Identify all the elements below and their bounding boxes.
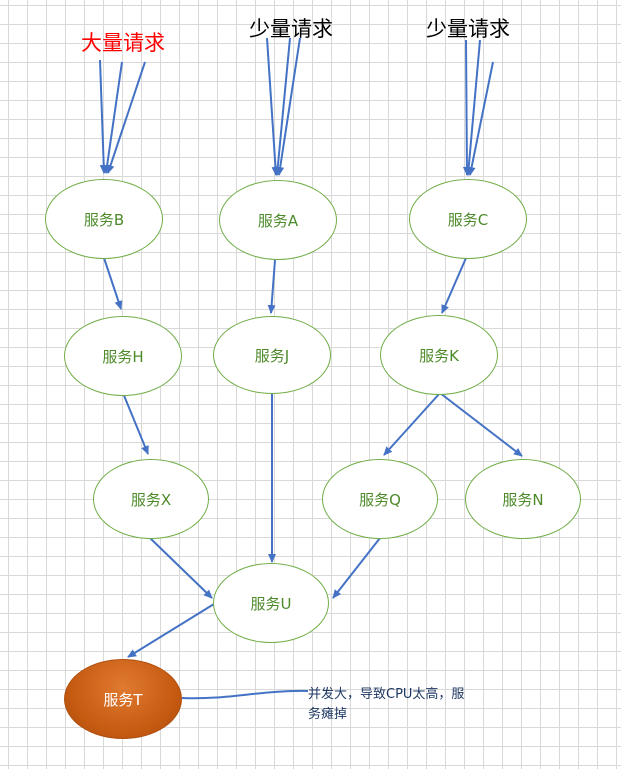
- edge-k-q: [383, 392, 441, 456]
- request-label-light-c: 少量请求: [426, 17, 510, 41]
- service-node-h: 服务H: [64, 316, 182, 396]
- service-node-t: 服务T: [64, 659, 182, 739]
- service-node-k: 服务K: [380, 315, 498, 395]
- service-node-a: 服务A: [219, 180, 337, 260]
- edge-c-k: [441, 257, 467, 314]
- service-node-j: 服务J: [213, 316, 331, 394]
- request-arrows-a: [266, 37, 301, 176]
- service-node-b: 服务B: [45, 179, 163, 259]
- request-label-light-a: 少量请求: [249, 17, 333, 41]
- service-node-n: 服务N: [465, 459, 581, 539]
- service-node-u: 服务U: [213, 563, 329, 643]
- request-arrows-c: [462, 39, 494, 176]
- edge-q-u: [332, 537, 381, 599]
- request-arrows-b: [99, 59, 146, 174]
- note-connector: [181, 689, 309, 700]
- service-node-c: 服务C: [409, 179, 527, 259]
- edge-b-h: [103, 257, 123, 310]
- edge-a-j: [267, 259, 276, 314]
- request-label-heavy: 大量请求: [81, 31, 165, 55]
- edge-k-n: [439, 392, 523, 457]
- edge-h-x: [122, 392, 149, 455]
- edge-u-t: [127, 603, 215, 658]
- failure-note: 并发大，导致CPU太高，服务瘫掉: [308, 687, 465, 722]
- service-node-x: 服务X: [93, 459, 209, 539]
- edge-x-u: [149, 537, 213, 599]
- service-node-q: 服务Q: [322, 459, 438, 539]
